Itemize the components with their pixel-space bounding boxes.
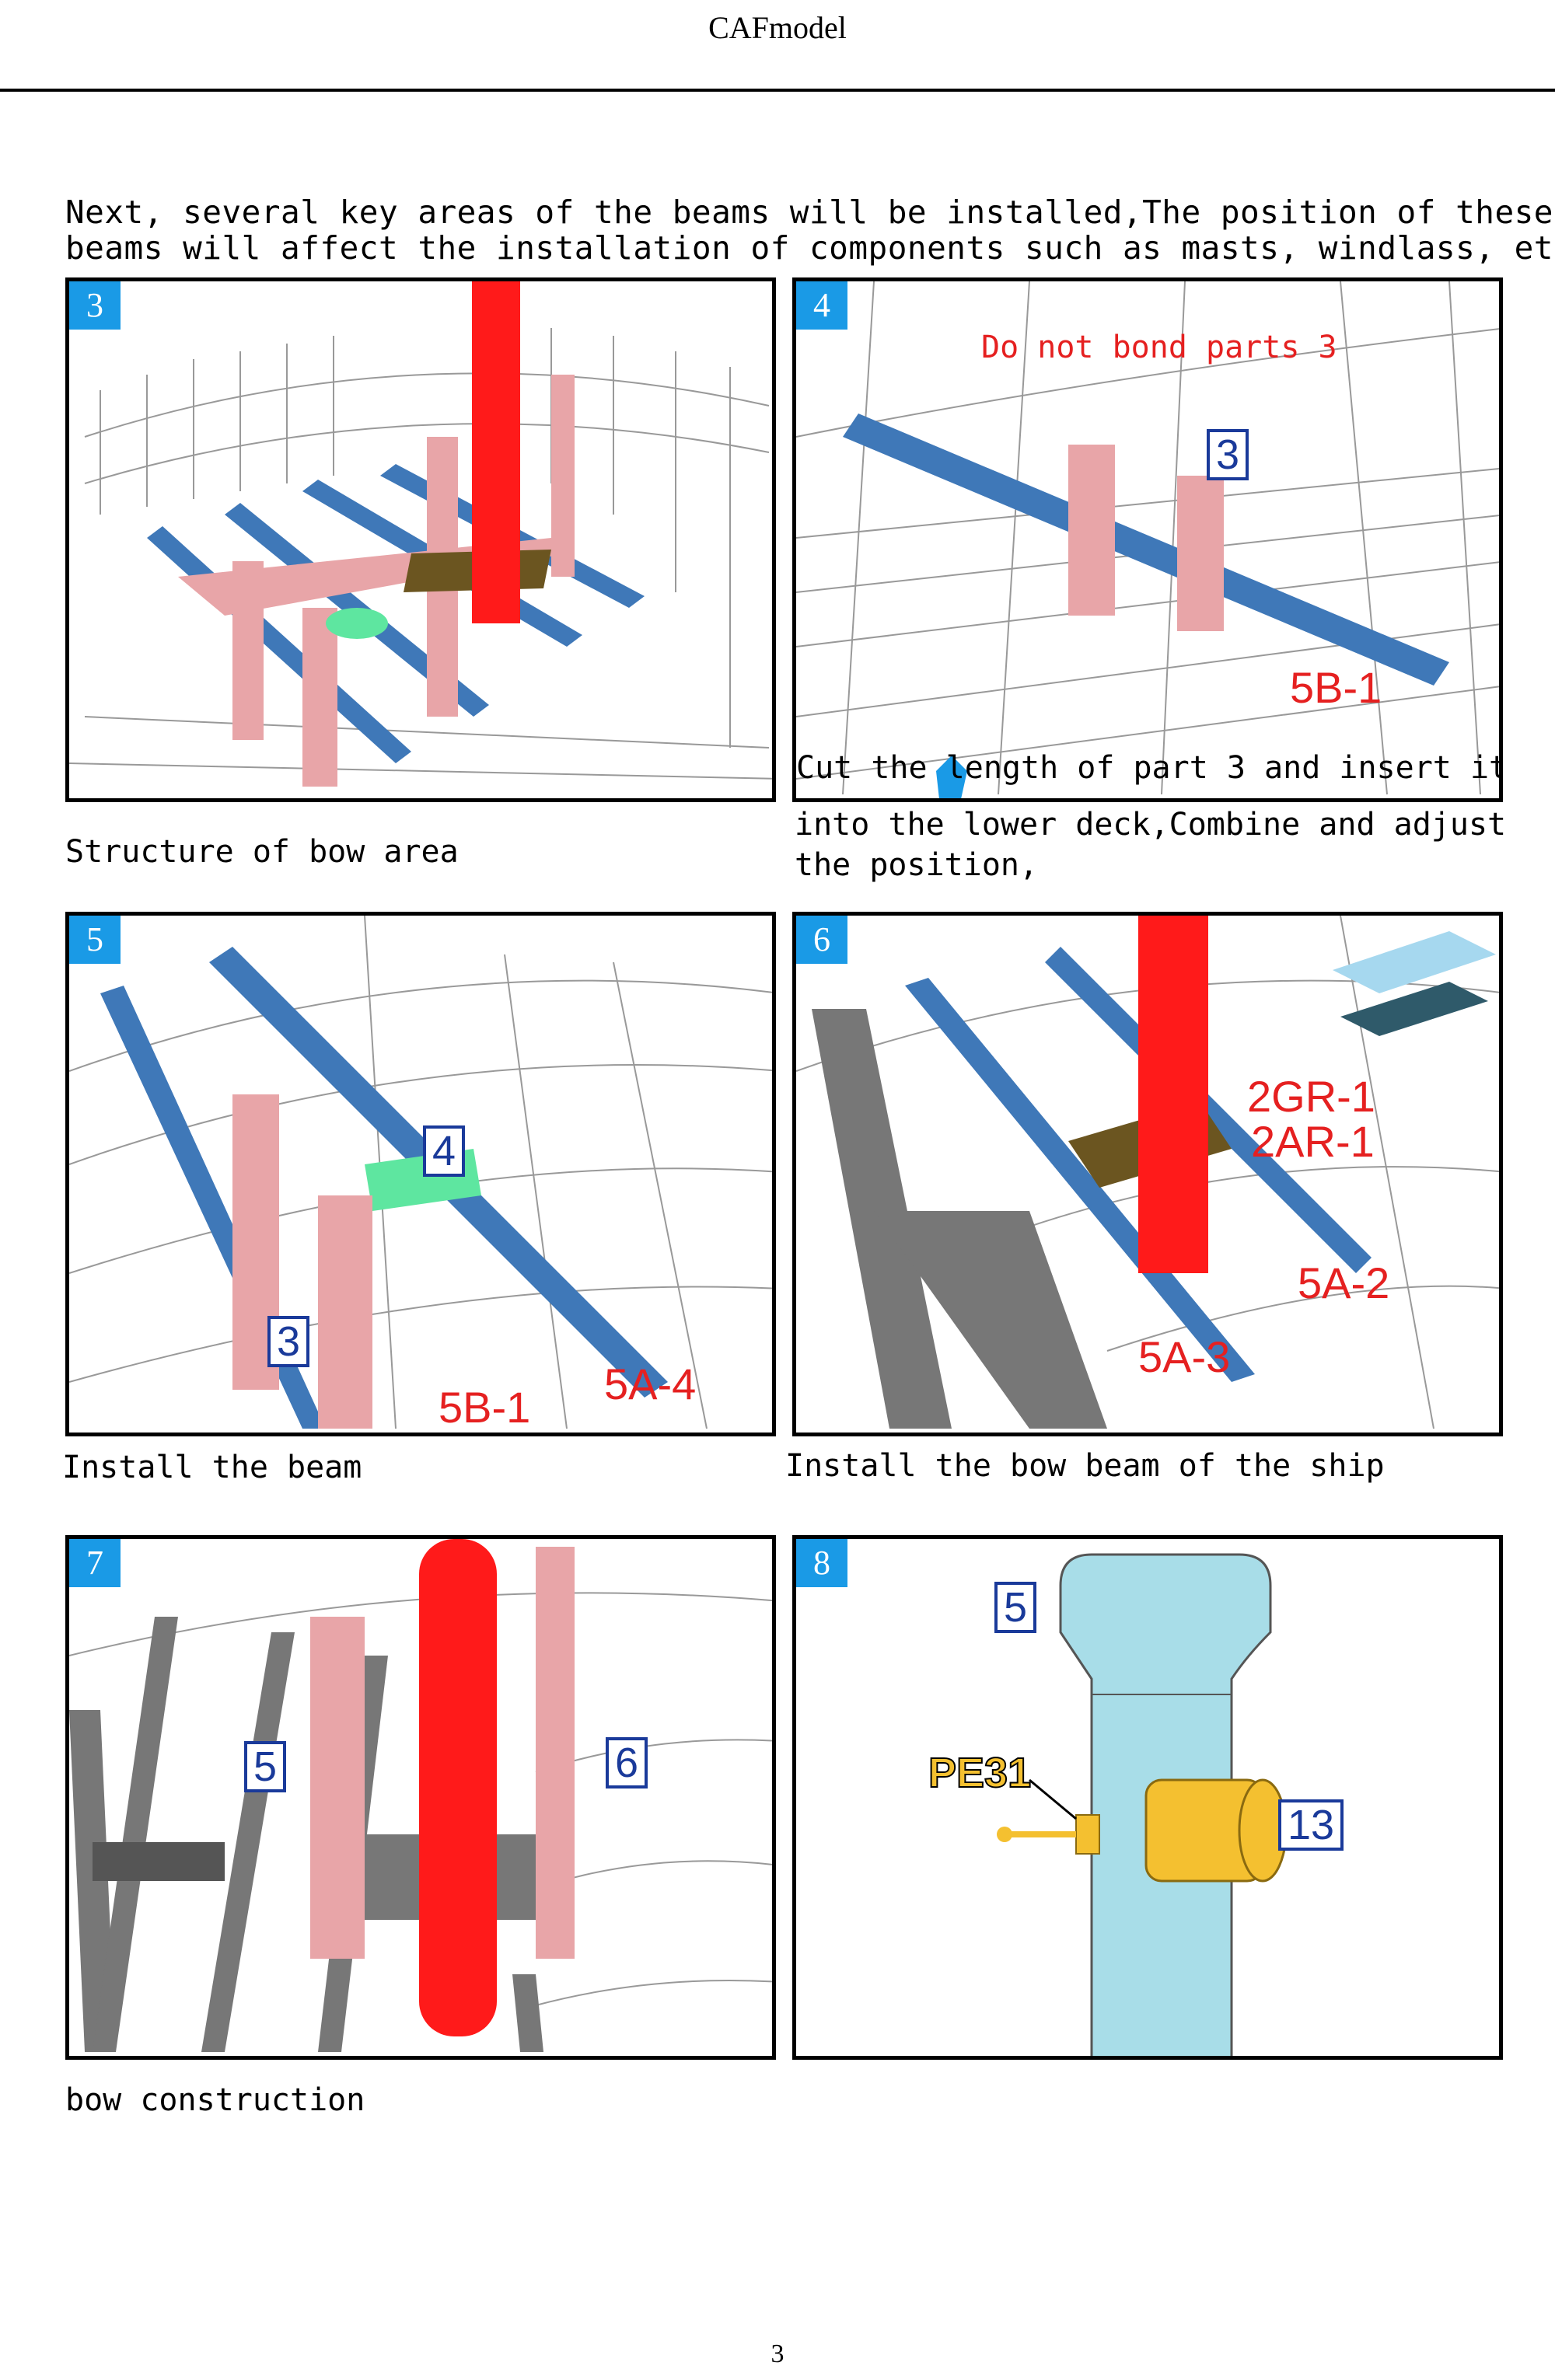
part-box-3: 3 <box>267 1316 310 1367</box>
label-5A-4: 5A-4 <box>604 1359 697 1408</box>
part-box-3: 3 <box>1207 429 1249 480</box>
step-number-badge: 4 <box>796 281 847 330</box>
step-4-panel: 4 Do not bond parts 3 3 5B-1 Cut the len… <box>792 277 1503 802</box>
step-number-badge: 5 <box>69 916 121 964</box>
step-6-panel: 6 2GR-1 2AR-1 5A-2 5A-3 <box>792 912 1503 1436</box>
intro-text: Next, several key areas of the beams wil… <box>65 194 1555 266</box>
step-8-panel: 8 5 13 PE31 <box>792 1535 1503 2060</box>
step-number-badge: 7 <box>69 1539 121 1587</box>
caption-line-1: into the lower deck,Combine and adjust <box>795 807 1507 843</box>
label-2AR-1: 2AR-1 <box>1251 1117 1375 1166</box>
part-box-13: 13 <box>1278 1799 1344 1851</box>
step-5-caption: Install the beam <box>62 1450 362 1485</box>
label-5A-2: 5A-2 <box>1298 1258 1390 1307</box>
intro-line-2: beams will affect the installation of co… <box>65 229 1555 267</box>
label-PE31: PE31 <box>928 1749 1032 1797</box>
do-not-bond-note: Do not bond parts 3 <box>981 330 1337 365</box>
header-divider <box>0 89 1555 92</box>
step-number-badge: 6 <box>796 916 847 964</box>
label-5B-1: 5B-1 <box>1290 663 1382 712</box>
label-5A-3: 5A-3 <box>1138 1332 1231 1381</box>
step-8-illustration <box>997 1553 1288 2056</box>
part-box-6: 6 <box>606 1737 648 1788</box>
step-6-caption: Install the bow beam of the ship <box>785 1448 1385 1484</box>
page-number: 3 <box>771 2340 784 2368</box>
document-header: CAFmodel <box>708 10 847 45</box>
step-4-caption: into the lower deck,Combine and adjust th… <box>795 804 1506 885</box>
step-5-panel: 5 4 3 5B-1 5A-4 <box>65 912 776 1436</box>
part-box-4: 4 <box>423 1125 466 1177</box>
step-4-illustration <box>796 281 1499 798</box>
step-3-illustration <box>69 281 772 787</box>
step-4-inside-caption: Cut the length of part 3 and insert it <box>796 750 1503 786</box>
step-7-illustration <box>69 1539 772 2052</box>
label-5B-1: 5B-1 <box>439 1383 531 1432</box>
caption-line-2: the position, <box>795 847 1039 883</box>
step-7-caption: bow construction <box>65 2082 365 2118</box>
step-number-badge: 8 <box>796 1539 847 1587</box>
step-3-panel: 3 <box>65 277 776 802</box>
label-2GR-1: 2GR-1 <box>1247 1072 1375 1121</box>
step-6-illustration <box>796 916 1499 1429</box>
step-3-caption: Structure of bow area <box>65 834 459 870</box>
part-box-5: 5 <box>244 1741 287 1792</box>
intro-line-1: Next, several key areas of the beams wil… <box>65 194 1553 231</box>
part-box-5: 5 <box>994 1582 1037 1633</box>
step-number-badge: 3 <box>69 281 121 330</box>
step-7-panel: 7 5 6 <box>65 1535 776 2060</box>
